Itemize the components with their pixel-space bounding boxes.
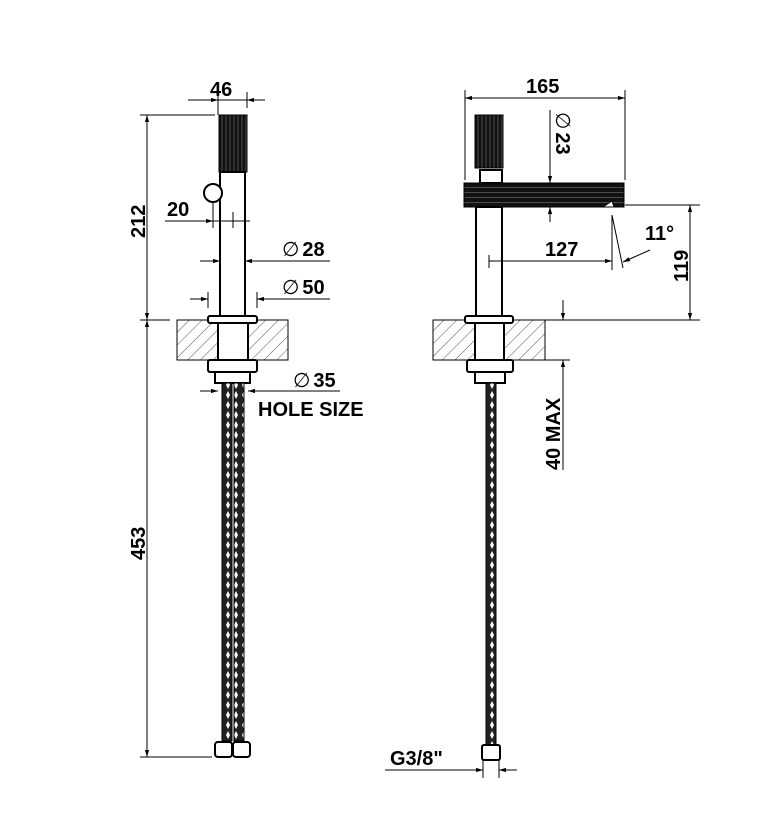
shank [217,322,249,361]
handle [218,114,248,173]
flange [207,315,258,324]
dim-119: 119 [515,204,700,321]
front-view: 46 212 20 ∅28 ∅50 [128,79,364,758]
dim-label: 20 [167,199,189,221]
collar [479,169,503,184]
dim-46: 46 [188,79,265,115]
dim-label: ∅28 [282,239,325,261]
dim-label: G3/8" [390,748,443,770]
body [219,171,246,317]
dim-label: ∅50 [282,277,325,299]
dim-label: 165 [526,76,559,98]
nut [466,359,514,373]
dim-212: 212 [128,114,215,321]
dim-label: 453 [128,527,150,560]
hose-nut [481,744,501,761]
dim-453: 453 [128,320,212,758]
dim-23: ∅23 [547,110,573,222]
dim-label: 40 MAX [543,397,565,470]
dim-label: ∅23 [551,112,573,155]
dim-20: 20 [165,199,250,228]
hose-nut-right [232,741,251,758]
shank [474,322,505,361]
nut-lower [214,371,251,384]
nut [207,359,258,373]
dim-35: ∅35 HOLE SIZE [200,370,364,421]
nut-lower [474,371,506,384]
side-view: 165 ∅23 127 11° 119 [385,76,700,778]
dim-label: 119 [671,250,693,282]
dim-40-max: 40 MAX [543,300,570,470]
dim-28: ∅28 [200,239,330,264]
dim-label: 212 [128,205,150,238]
hole-size-label: HOLE SIZE [258,399,364,421]
aerator [601,200,615,208]
spout [463,182,625,208]
handle [474,114,504,169]
hose-left [221,382,233,742]
dim-label: 46 [210,79,232,101]
hose-nut-left [214,741,233,758]
dim-127: 127 [488,215,613,270]
knob [203,183,223,203]
hose-right [233,382,245,742]
dim-angle: 11° [611,214,674,269]
flange [464,315,514,324]
dim-165: 165 [464,76,626,180]
dim-50: ∅50 [190,277,330,308]
dim-connection: G3/8" [385,748,517,778]
dim-label: 127 [545,239,578,261]
hose [485,382,497,746]
dim-label: ∅35 [293,370,336,392]
dim-label: 11° [645,223,674,245]
